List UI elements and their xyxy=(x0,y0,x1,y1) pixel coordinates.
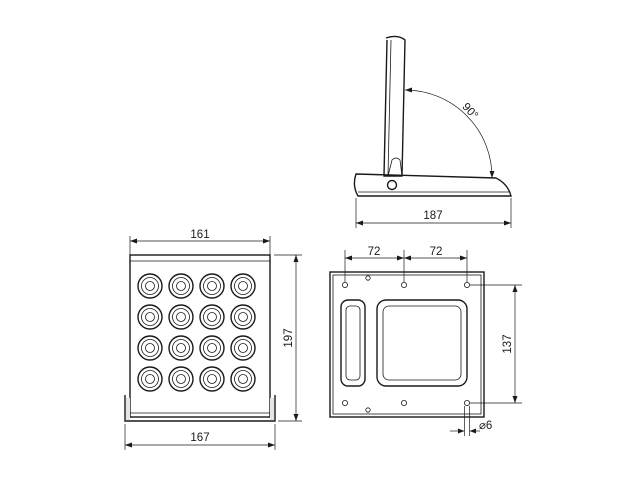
led-lens xyxy=(199,304,225,330)
tilt-angle-label: 90° xyxy=(459,101,480,122)
mount-hole xyxy=(341,399,348,406)
led-lens xyxy=(230,335,256,361)
mount-hole xyxy=(400,281,407,288)
mount-height-label: 137 xyxy=(502,334,514,353)
led-lens xyxy=(168,273,194,299)
mount-hole xyxy=(365,275,371,281)
mount-hole xyxy=(365,407,371,413)
led-lens xyxy=(168,335,194,361)
mount-hole xyxy=(463,281,470,288)
mount-spacing-left-label: 72 xyxy=(368,246,381,258)
hole-diameter-label: ⌀6 xyxy=(479,420,492,432)
led-lens xyxy=(137,366,163,392)
led-lens xyxy=(230,273,256,299)
led-grid xyxy=(137,273,256,392)
mount-hole xyxy=(400,399,407,406)
front-bottom-width-label: 167 xyxy=(190,432,209,444)
led-lens xyxy=(230,304,256,330)
mount-hole xyxy=(463,399,470,406)
mount-hole xyxy=(341,281,348,288)
led-lens xyxy=(199,366,225,392)
front-top-width-label: 161 xyxy=(190,229,209,241)
side-width-label: 187 xyxy=(423,210,442,222)
side-view: 90° 187 xyxy=(353,35,512,228)
led-lens xyxy=(230,366,256,392)
mounting-plate-view: 72 72 137 ⌀6 xyxy=(329,246,522,436)
led-lens xyxy=(199,335,225,361)
led-lens xyxy=(168,366,194,392)
led-lens xyxy=(137,335,163,361)
led-lens xyxy=(168,304,194,330)
led-lens xyxy=(199,273,225,299)
front-height-label: 197 xyxy=(283,328,295,347)
mount-spacing-right-label: 72 xyxy=(430,246,443,258)
front-view: 161 197 167 xyxy=(124,229,302,450)
led-lens xyxy=(137,304,163,330)
pivot-knob xyxy=(386,179,398,191)
led-lens xyxy=(137,273,163,299)
